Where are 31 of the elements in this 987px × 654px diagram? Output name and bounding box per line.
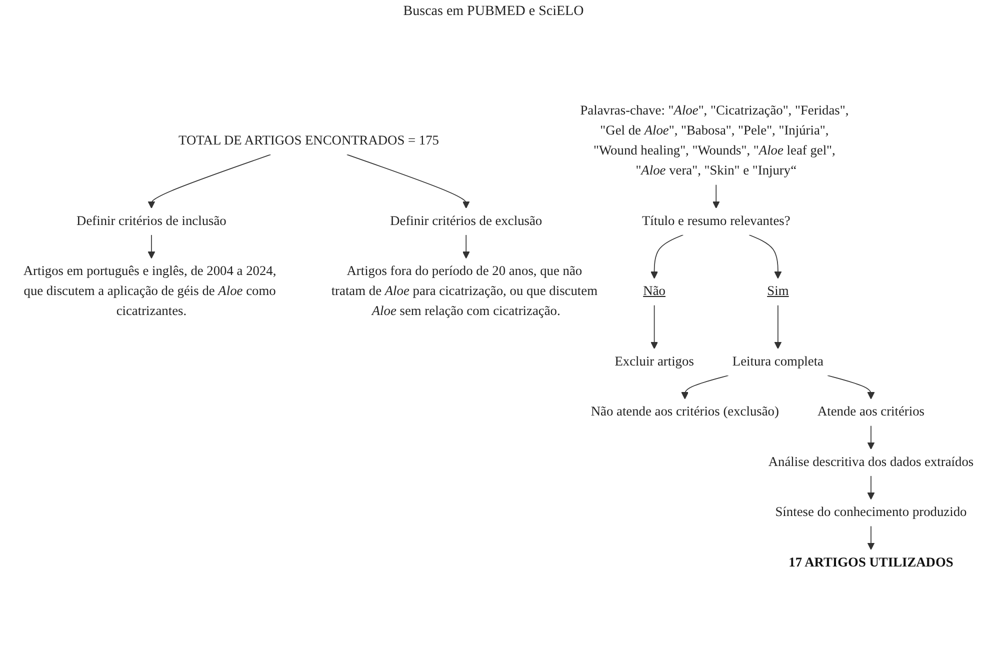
arrow — [650, 234, 684, 279]
node-text: Artigos em português e inglês, de 2004 a 2024, que discutem a aplicação de géis de Aloe como cicatrizantes. — [23, 264, 276, 319]
node-text: Leitura completa — [732, 354, 824, 369]
node-text: Título e resumo relevantes? — [642, 214, 790, 228]
arrow — [650, 304, 658, 350]
node-text: Excluir artigos — [614, 354, 694, 369]
arrow — [827, 375, 875, 400]
arrow — [774, 304, 782, 350]
node-text: Definir critérios de exclusão — [390, 214, 542, 228]
arrow — [148, 234, 156, 259]
node-text: Análise descritiva dos dados extraídos — [768, 454, 974, 470]
arrow — [346, 154, 470, 208]
arrow — [462, 234, 470, 259]
arrow — [712, 184, 720, 208]
arrow — [867, 476, 875, 500]
arrow — [748, 234, 782, 279]
node-text: Definir critérios de inclusão — [76, 214, 226, 228]
node-text: 17 ARTIGOS UTILIZADOS — [788, 555, 954, 570]
node-text: Síntese do conhecimento produzido — [775, 505, 967, 520]
arrow — [867, 526, 875, 550]
node-text: Sim — [767, 284, 789, 299]
arrow — [867, 425, 875, 450]
arrow — [148, 154, 272, 208]
node-text: Não — [643, 284, 666, 299]
node-text: Atende aos critérios — [817, 404, 925, 420]
note-text: Buscas em PUBMED e SciELO — [403, 4, 584, 20]
node-text: Palavras-chave: "Aloe", "Cicatrização", "Feridas", "Gel de Aloe", "Babosa", "Pele", "Injúria", "Wound healing", "Wounds", "Aloe leaf gel", "Aloe vera", "Skin" e "Injury“ — [580, 104, 849, 178]
arrow — [681, 375, 729, 400]
node-text: TOTAL DE ARTIGOS ENCONTRADOS = 175 — [178, 134, 440, 148]
node-text: Não atende aos critérios (exclusão) — [590, 404, 779, 420]
node-text: Artigos fora do período de 20 anos, que não tratam de Aloe para cicatrização, ou que discutem Aloe sem relação com cicatrização. — [331, 264, 598, 319]
